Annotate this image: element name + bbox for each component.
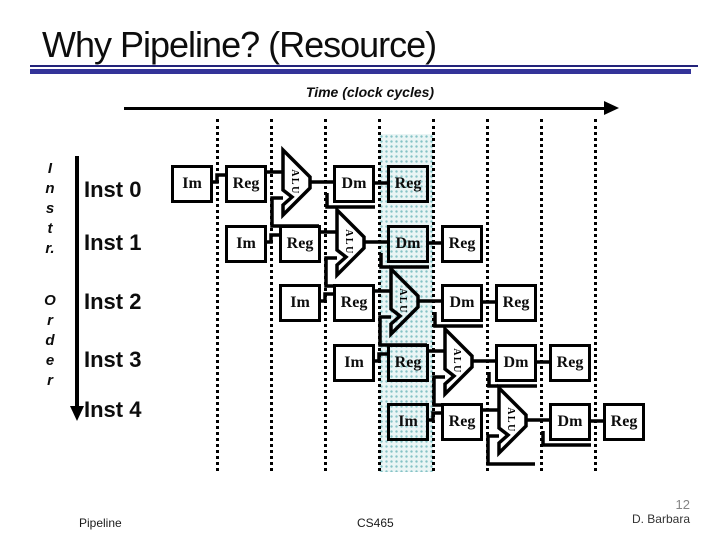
axis-letter: r.	[45, 240, 55, 257]
instruction-label: Inst 2	[84, 289, 142, 314]
cycle-gridline	[216, 119, 219, 471]
stage-box-im: Im	[171, 165, 213, 203]
instruction-label: Inst 0	[84, 177, 142, 202]
instruction-label: Inst 4	[84, 397, 142, 422]
footer-pipeline-label: Pipeline	[79, 516, 122, 530]
stage-box-reg-wb: Reg	[387, 165, 429, 203]
stage-box-im: Im	[333, 344, 375, 382]
stage-box-dm: Dm	[495, 344, 537, 382]
stage-box-im: Im	[279, 284, 321, 322]
axis-letter: n	[45, 180, 55, 197]
stage-box-dm: Dm	[333, 165, 375, 203]
axis-letter: t	[47, 220, 53, 237]
stage-box-reg: Reg	[387, 344, 429, 382]
alu-shape	[443, 324, 474, 399]
cycle-gridline	[432, 119, 435, 471]
stage-box-reg-wb: Reg	[441, 225, 483, 263]
cycle-gridline	[486, 119, 489, 471]
alu-label: ALU	[451, 348, 462, 374]
stage-box-reg: Reg	[441, 403, 483, 441]
stage-box-reg-wb: Reg	[495, 284, 537, 322]
page-number: 12	[675, 497, 690, 512]
cycle-gridline	[594, 119, 597, 471]
stage-box-im: Im	[387, 403, 429, 441]
stage-box-reg-wb: Reg	[603, 403, 645, 441]
stage-box-im: Im	[225, 225, 267, 263]
cycle-gridline	[324, 119, 327, 471]
instruction-order-arrow	[75, 156, 79, 408]
axis-letter: d	[45, 332, 55, 349]
stage-box-reg-wb: Reg	[549, 344, 591, 382]
cycle-gridline	[378, 119, 381, 471]
author-name: D. Barbara	[631, 512, 690, 526]
alu-shape	[497, 383, 528, 458]
axis-letter: O	[44, 292, 56, 309]
axis-letter: s	[45, 200, 55, 217]
stage-box-reg: Reg	[333, 284, 375, 322]
alu-shape	[335, 205, 366, 280]
time-axis-label: Time (clock cycles)	[305, 84, 435, 100]
footer-right-block: 12 D. Barbara	[632, 497, 690, 527]
time-axis-arrow	[124, 107, 606, 110]
instruction-order-arrowhead-icon	[70, 406, 84, 421]
title-underline-thin	[30, 65, 698, 67]
cycle-gridline	[540, 119, 543, 471]
axis-letter: I	[47, 160, 53, 177]
alu-label: ALU	[505, 407, 516, 433]
instruction-label: Inst 3	[84, 347, 142, 372]
stage-box-dm: Dm	[549, 403, 591, 441]
stage-box-reg: Reg	[225, 165, 267, 203]
stage-box-reg: Reg	[279, 225, 321, 263]
axis-letter: r	[47, 312, 53, 329]
stage-box-dm: Dm	[441, 284, 483, 322]
stage-box-dm: Dm	[387, 225, 429, 263]
instruction-label: Inst 1	[84, 230, 142, 255]
page-title: Why Pipeline? (Resource)	[42, 24, 437, 65]
alu-label: ALU	[289, 169, 300, 195]
cycle-gridline	[270, 119, 273, 471]
alu-label: ALU	[343, 229, 354, 255]
alu-shape	[281, 145, 312, 220]
axis-letter: e	[45, 352, 55, 369]
footer-course-label: CS465	[357, 516, 394, 530]
time-axis-arrowhead-icon	[604, 101, 619, 115]
axis-letter: r	[47, 372, 53, 389]
title-underline-thick	[30, 69, 691, 74]
